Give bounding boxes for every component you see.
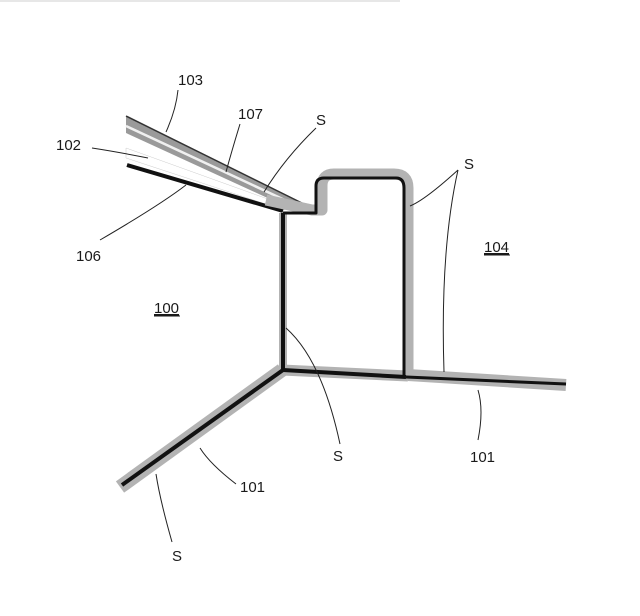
seal-band-ceiling (266, 174, 408, 376)
boundary-lines (122, 178, 566, 485)
label-101-left: 101 (240, 479, 265, 496)
leader-107 (226, 124, 240, 172)
ceiling-white-gap (126, 126, 304, 209)
label-107: 107 (238, 106, 263, 123)
label-s-bottom: S (172, 548, 182, 565)
label-101-right: 101 (470, 449, 495, 466)
label-100: 100 (154, 300, 179, 317)
label-s-top: S (316, 112, 326, 129)
leader-101-left (200, 448, 236, 484)
leader-s-right-a (410, 170, 458, 206)
floor-line-left (122, 370, 283, 485)
leader-s-bottom (156, 474, 172, 542)
leader-s-top (264, 128, 316, 192)
label-102: 102 (56, 137, 81, 154)
leader-103 (166, 90, 178, 132)
label-s-corner: S (333, 448, 343, 465)
label-s-right: S (464, 156, 474, 173)
leader-106 (100, 185, 186, 240)
label-106: 106 (76, 248, 101, 265)
leader-101-right (478, 390, 481, 440)
leader-s-corner (286, 328, 340, 444)
label-104: 104 (484, 239, 509, 256)
leader-s-right-b (443, 170, 458, 372)
label-103: 103 (178, 72, 203, 89)
